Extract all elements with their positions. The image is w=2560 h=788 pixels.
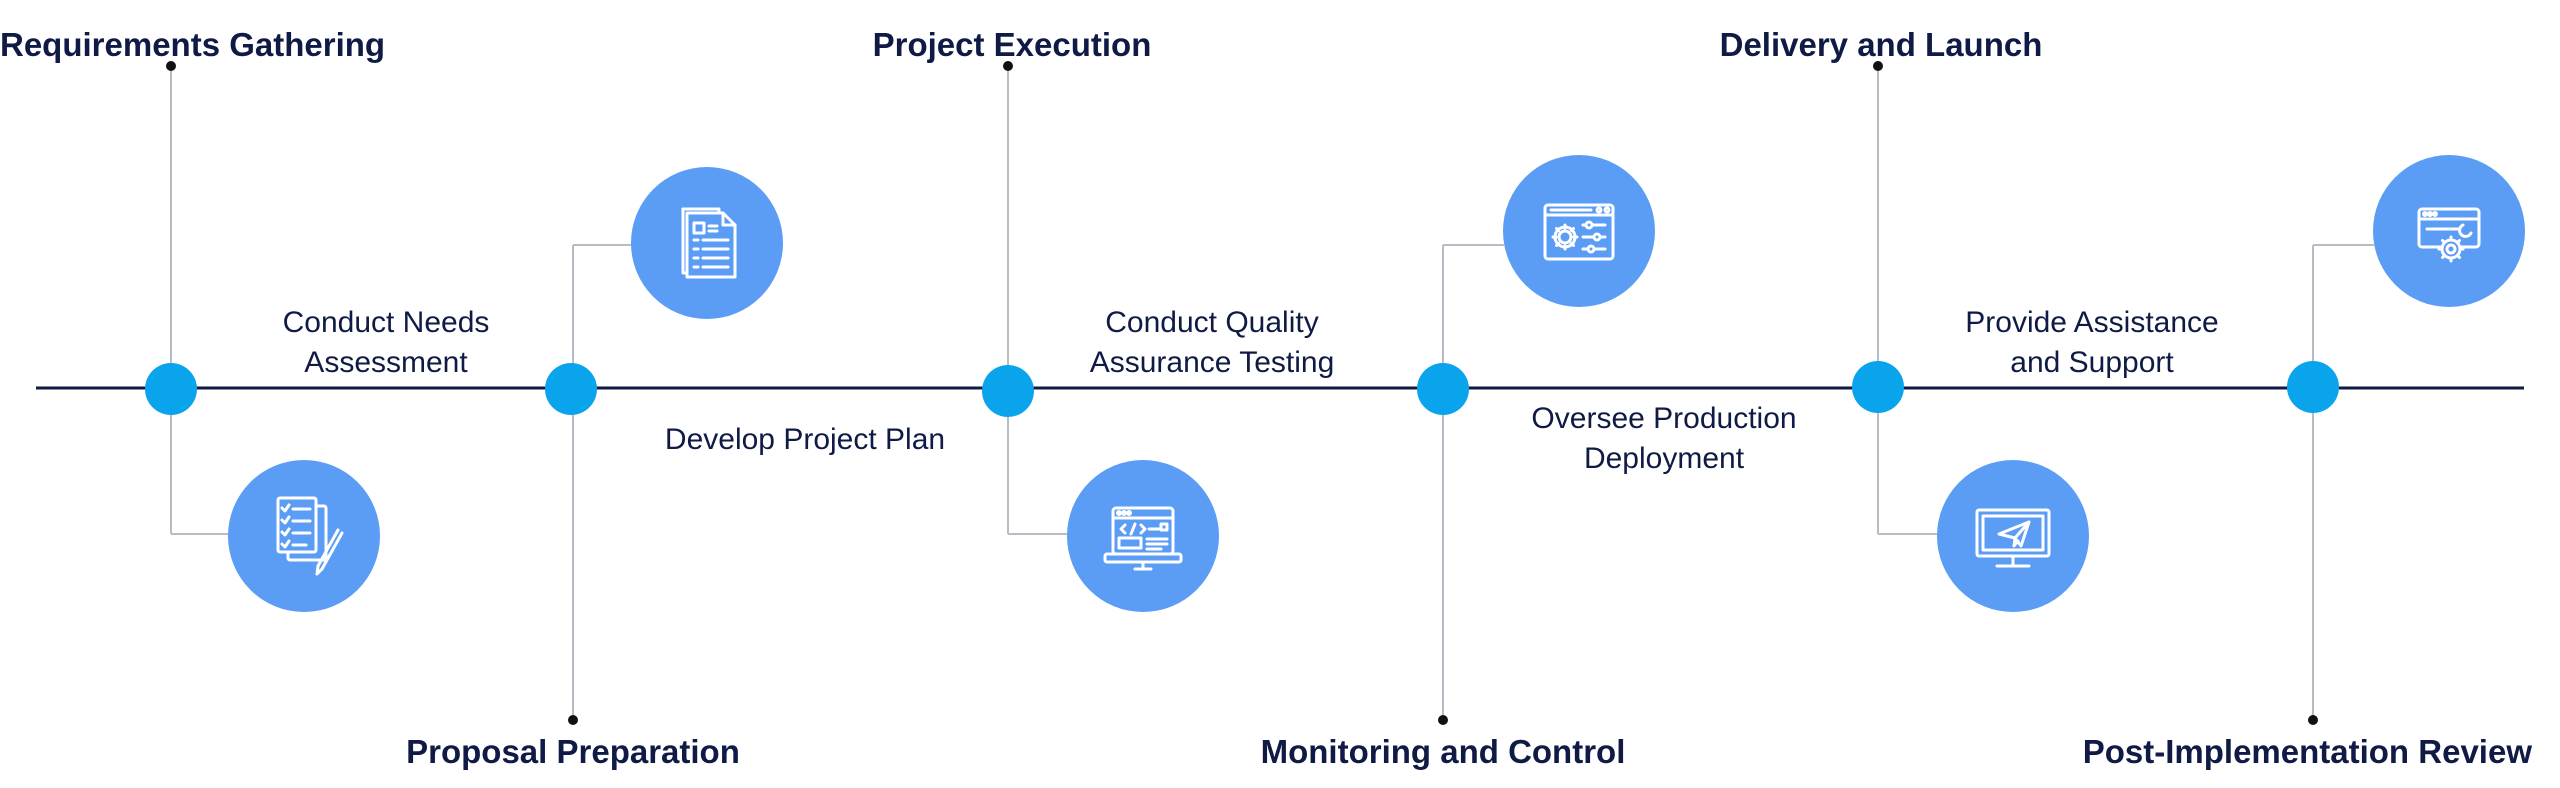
phase-title-proposal-preparation: Proposal Preparation xyxy=(406,733,740,770)
endpoint-dot xyxy=(2308,715,2318,725)
step-label-line: Deployment xyxy=(1583,442,1745,475)
step-label-line: Oversee Production xyxy=(1531,402,1797,435)
step-label-line: Conduct Quality xyxy=(1105,306,1319,339)
timeline-node xyxy=(145,363,197,415)
step-label-provide-assistance-and-support: Provide Assistance and Support xyxy=(1965,303,2218,383)
timeline-nodes xyxy=(145,361,2339,417)
connector-lines xyxy=(170,66,2374,720)
phase-title-requirements-gathering: Requirements Gathering xyxy=(0,26,386,63)
step-label-line: Assessment xyxy=(304,346,468,379)
endpoint-dot xyxy=(1438,715,1448,725)
phase-title-delivery-and-launch: Delivery and Launch xyxy=(1719,26,2043,63)
step-label-line: Develop Project Plan xyxy=(664,423,946,456)
timeline-node xyxy=(1852,361,1904,413)
send-monitor-icon xyxy=(1937,460,2089,612)
settings-window-icon xyxy=(1503,155,1655,307)
maintenance-window-icon xyxy=(2373,155,2525,307)
timeline-node xyxy=(2287,361,2339,413)
endpoint-dot xyxy=(1873,61,1883,71)
step-label-conduct-quality-assurance-testing: Conduct Quality Assurance Testing xyxy=(1090,303,1335,383)
icon-bubbles xyxy=(228,155,2525,612)
endpoint-dot xyxy=(568,715,578,725)
endpoint-dot xyxy=(166,61,176,71)
code-monitor-icon xyxy=(1067,460,1219,612)
step-label-line: Conduct Needs xyxy=(282,306,490,339)
step-label-line: Assurance Testing xyxy=(1089,346,1335,379)
phase-title-post-implementation-review: Post-Implementation Review xyxy=(2082,733,2532,770)
endpoint-dot xyxy=(1003,61,1013,71)
phase-title-project-execution: Project Execution xyxy=(872,26,1152,63)
step-label-line: Provide Assistance xyxy=(1965,306,2219,339)
step-label-line: and Support xyxy=(2010,346,2174,379)
document-pages-icon xyxy=(631,167,783,319)
timeline-node xyxy=(545,363,597,415)
timeline-node xyxy=(982,365,1034,417)
step-label-conduct-needs-assessment: Conduct Needs Assessment xyxy=(283,303,490,383)
timeline-node xyxy=(1417,363,1469,415)
phase-title-monitoring-and-control: Monitoring and Control xyxy=(1260,733,1626,770)
checklist-documents-icon xyxy=(228,460,380,612)
endpoint-dots xyxy=(166,61,2318,725)
step-label-develop-project-plan: Develop Project Plan xyxy=(665,420,945,460)
step-label-oversee-production-deployment: Oversee Production Deployment xyxy=(1531,399,1796,479)
